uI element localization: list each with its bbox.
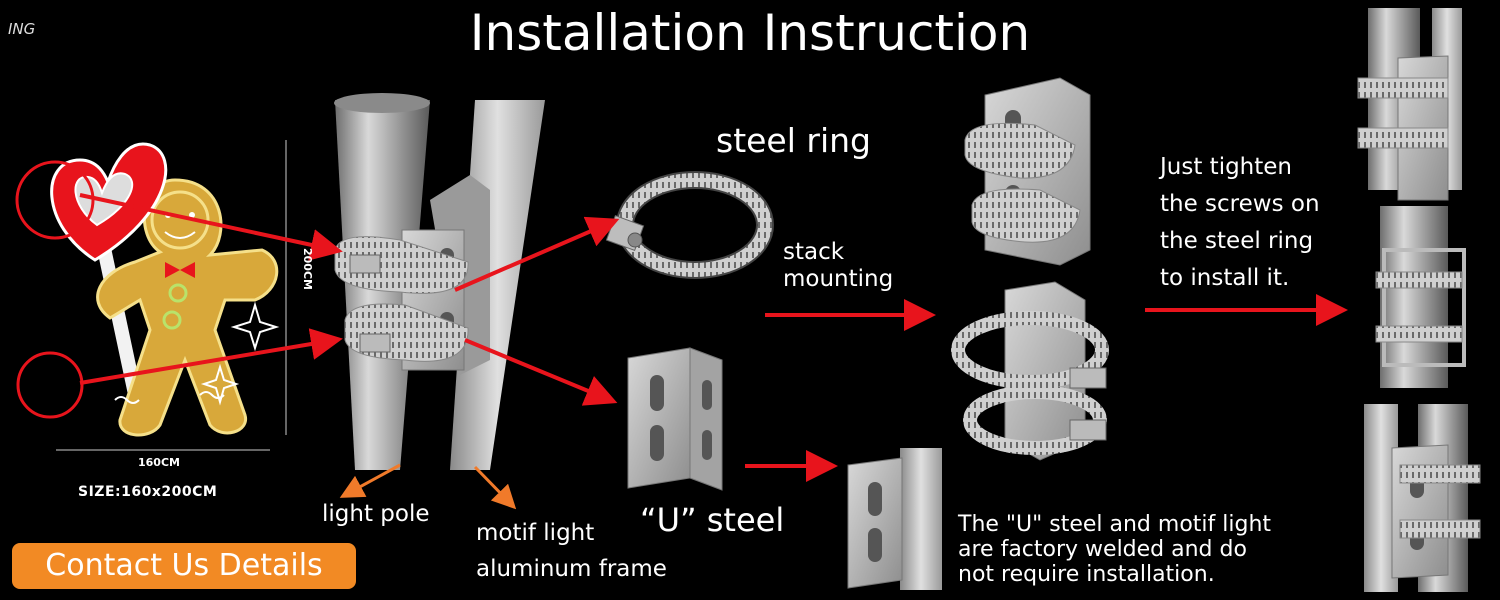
installed-photo-2 xyxy=(1375,206,1466,388)
bracket-with-rings-bottom xyxy=(951,281,1109,461)
u-steel-label: “U” steel xyxy=(640,501,785,539)
contact-us-button[interactable]: Contact Us Details xyxy=(12,543,356,589)
pole-assembly xyxy=(334,93,545,470)
motif-frame-label: motif light aluminum frame xyxy=(476,520,667,582)
page-title: Installation Instruction xyxy=(469,4,1031,62)
welded-note: The "U" steel and motif light are factor… xyxy=(958,512,1272,587)
light-pole-label: light pole xyxy=(322,501,430,527)
size-label: SIZE:160x200CM xyxy=(78,484,218,500)
steel-ring-clamp xyxy=(605,171,774,279)
stack-mounting-label: stack mounting xyxy=(783,239,894,292)
brand-text: ING xyxy=(8,20,36,38)
steel-ring-label: steel ring xyxy=(716,121,871,160)
red-arrows xyxy=(79,193,1348,482)
orange-arrows xyxy=(339,463,517,510)
tighten-instruction: Just tighten the screws on the steel rin… xyxy=(1160,154,1320,291)
u-steel-bracket xyxy=(627,347,723,491)
installed-photo-1 xyxy=(1357,8,1462,201)
gingerbread-motif-illustration xyxy=(15,140,287,451)
height-dimension-label: 200CM xyxy=(301,248,314,290)
welded-bracket xyxy=(847,448,942,590)
width-dimension-label: 160CM xyxy=(138,456,180,469)
bracket-with-rings-top xyxy=(964,77,1091,266)
installed-photo-3 xyxy=(1364,404,1481,592)
